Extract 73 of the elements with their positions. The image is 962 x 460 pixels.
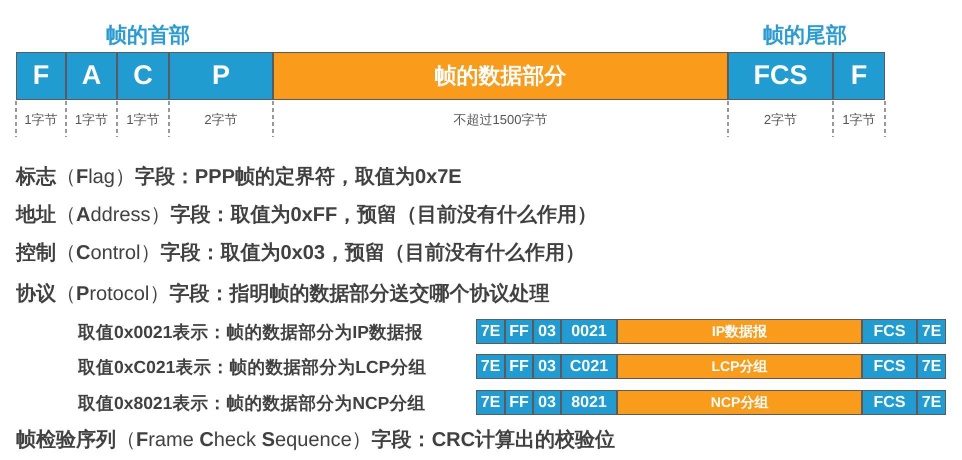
- byte-count-label: 1字节: [74, 112, 110, 128]
- field-description: 取值0x0021表示：帧的数据部分为IP数据报: [78, 322, 423, 342]
- header-field-box: [561, 319, 617, 344]
- field-label: A: [82, 61, 102, 91]
- header-field-box: [862, 319, 917, 344]
- field-description: 标志（Flag）字段：PPP帧的定界符，取值为0x7E: [16, 165, 462, 189]
- header-field-box: [66, 52, 117, 100]
- header-field-box: [533, 319, 561, 344]
- byte-count-label: 1字节: [125, 112, 161, 128]
- field-label: FCS: [754, 61, 808, 91]
- byte-count-label: 1字节: [23, 112, 59, 128]
- header-field-box: [169, 52, 273, 100]
- field-label: FF: [509, 322, 529, 340]
- header-field-box: [728, 52, 833, 100]
- field-description: 控制（Control）字段：取值为0x03，预留（目前没有什么作用）: [16, 241, 585, 265]
- byte-count-label: 1字节: [841, 112, 877, 128]
- header-field-box: [16, 52, 66, 100]
- field-label: 03: [538, 358, 556, 376]
- field-label: 7E: [922, 358, 942, 376]
- field-label: FF: [509, 358, 529, 376]
- field-label: 7E: [480, 394, 500, 412]
- header-field-box: [561, 354, 617, 379]
- field-description: 取值0xC021表示：帧的数据部分为LCP分组: [78, 356, 426, 378]
- header-field-box: [117, 52, 169, 100]
- field-label: FCS: [874, 358, 906, 376]
- field-label: 7E: [922, 394, 942, 412]
- data-field-box: [617, 354, 862, 379]
- header-field-box: [476, 354, 505, 379]
- header-field-box: [862, 390, 917, 415]
- field-label: C021: [570, 358, 608, 376]
- field-label: FF: [509, 394, 529, 412]
- section-heading: 帧的尾部: [763, 23, 847, 49]
- field-label: FCS: [874, 322, 906, 340]
- field-label: 03: [538, 394, 556, 412]
- data-field-box: [617, 319, 862, 344]
- header-field-box: [476, 319, 505, 344]
- field-label: IP数据报: [712, 324, 768, 340]
- field-description: 协议（Protocol）字段：指明帧的数据部分送交哪个协议处理: [16, 282, 550, 306]
- field-label: F: [32, 61, 50, 91]
- field-label: 8021: [571, 394, 607, 412]
- section-heading: 帧的首部: [106, 23, 190, 49]
- field-label: FCS: [874, 394, 906, 412]
- field-label: C: [133, 61, 153, 91]
- header-field-box: [862, 354, 917, 379]
- header-field-box: [917, 354, 946, 379]
- field-description: 帧检验序列（Frame Check Sequence）字段：CRC计算出的校验位: [16, 428, 616, 452]
- field-label: 7E: [480, 358, 500, 376]
- field-description: 取值0x8021表示：帧的数据部分为NCP分组: [78, 392, 426, 414]
- field-label: 7E: [480, 322, 500, 340]
- data-field-box: [617, 390, 862, 415]
- field-label: P: [212, 61, 230, 91]
- field-label: F: [850, 61, 868, 91]
- header-field-box: [833, 52, 885, 100]
- field-description: 地址（Address）字段：取值为0xFF，预留（目前没有什么作用）: [16, 203, 598, 227]
- header-field-box: [533, 390, 561, 415]
- header-field-box: [917, 319, 946, 344]
- field-label: 帧的数据部分: [434, 64, 566, 88]
- header-field-box: [505, 354, 533, 379]
- header-field-box: [505, 319, 533, 344]
- header-field-box: [561, 390, 617, 415]
- byte-count-label: 2字节: [203, 112, 239, 128]
- data-field-box: [273, 52, 728, 100]
- field-label: 0021: [571, 322, 607, 340]
- field-label: 7E: [922, 322, 942, 340]
- field-label: LCP分组: [712, 358, 768, 374]
- field-label: NCP分组: [710, 394, 768, 410]
- byte-count-label: 不超过1500字节: [452, 112, 548, 128]
- header-field-box: [533, 354, 561, 379]
- field-label: 03: [538, 322, 556, 340]
- header-field-box: [917, 390, 946, 415]
- byte-count-label: 2字节: [762, 112, 798, 128]
- header-field-box: [476, 390, 505, 415]
- header-field-box: [505, 390, 533, 415]
